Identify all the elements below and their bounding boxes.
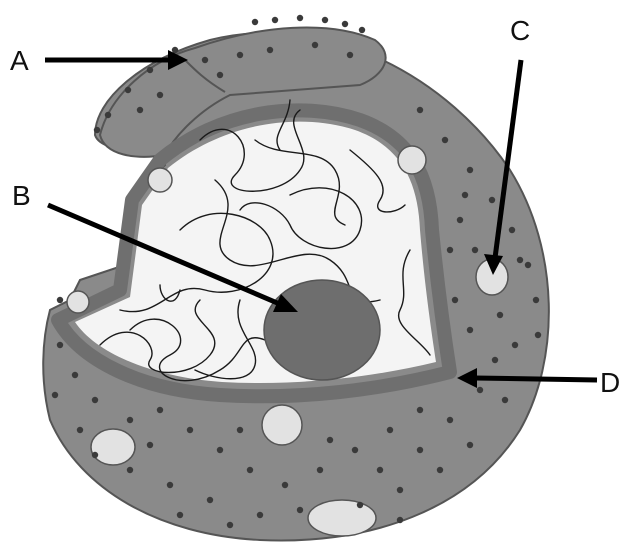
ribosome [172,47,178,53]
ribosome [317,467,323,473]
ribosome [442,137,448,143]
ribosome [477,387,483,393]
ribosome [417,407,423,413]
ribosome [257,512,263,518]
ribosome [467,167,473,173]
ribosome [227,522,233,528]
ribosome [237,427,243,433]
arrow-d [475,378,597,380]
ribosome [437,467,443,473]
ribosome [237,52,243,58]
ribosome [397,517,403,523]
ribosome [359,27,365,33]
ribosome [312,42,318,48]
ribosome [77,427,83,433]
ribosome [272,17,278,23]
label-d: D [600,367,620,398]
ribosome [467,442,473,448]
ribosome [52,392,58,398]
ribosome [157,407,163,413]
ribosome [217,72,223,78]
label-c: C [510,15,530,46]
ribosome [452,297,458,303]
ribosome [297,15,303,21]
vesicle [91,429,135,465]
ribosome [447,417,453,423]
vesicle [308,500,376,536]
ribosome [147,442,153,448]
ribosome [417,447,423,453]
ribosome [512,342,518,348]
ribosome [92,452,98,458]
ribosome [462,192,468,198]
ribosome [267,47,273,53]
ribosome [377,467,383,473]
label-b: B [12,180,31,211]
ribosome [397,487,403,493]
ribosome [297,507,303,513]
ribosome [167,482,173,488]
ribosome [447,247,453,253]
ribosome [352,447,358,453]
nuclear-pore [262,405,302,445]
ribosome [94,127,100,133]
nuclear-pore [398,146,426,174]
ribosome [489,197,495,203]
ribosome [342,21,348,27]
ribosome [525,262,531,268]
ribosome [137,107,143,113]
ribosome [147,67,153,73]
ribosome [492,357,498,363]
ribosome [177,512,183,518]
ribosome [472,247,478,253]
ribosome [187,427,193,433]
ribosome [217,447,223,453]
ribosome [517,257,523,263]
ribosome [127,467,133,473]
ribosome [387,427,393,433]
ribosome [509,227,515,233]
ribosome [417,107,423,113]
ribosome [457,217,463,223]
ribosome [72,372,78,378]
ribosome [127,417,133,423]
ribosome [57,297,63,303]
ribosome [327,437,333,443]
ribosome [282,482,288,488]
ribosome [157,92,163,98]
ribosome [535,332,541,338]
ribosome [497,312,503,318]
ribosome [247,467,253,473]
ribosome [202,57,208,63]
ribosome [105,112,111,118]
ribosome [207,497,213,503]
ribosome [467,327,473,333]
ribosome [357,502,363,508]
ribosome [347,52,353,58]
label-a: A [10,45,29,76]
ribosome [92,397,98,403]
ribosome [533,297,539,303]
ribosome [322,17,328,23]
nuclear-pore [67,291,89,313]
ribosome [502,397,508,403]
ribosome [252,19,258,25]
nuclear-pore [148,168,172,192]
ribosome [57,342,63,348]
ribosome [125,87,131,93]
